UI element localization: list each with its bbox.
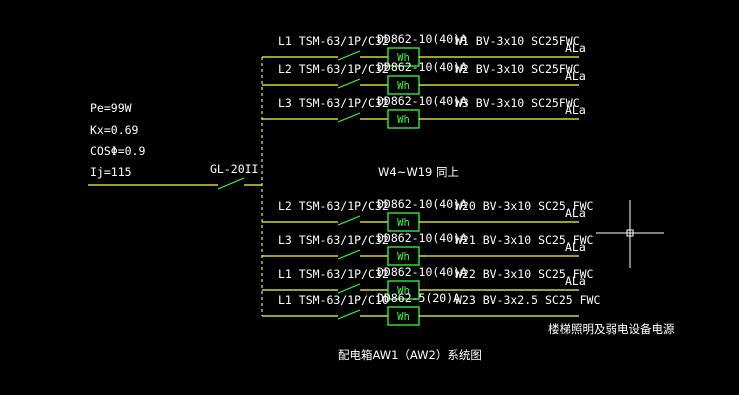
load-label: ALa — [565, 69, 586, 83]
diagram-title: 配电箱AW1（AW2）系统图 — [338, 348, 482, 362]
breaker-label: L2 TSM-63/1P/C32 — [278, 62, 389, 76]
meter-label: DD862-10(40)A — [377, 60, 467, 74]
meter-label: DD862-10(40)A — [377, 231, 467, 245]
meter-label: DD862-10(40)A — [377, 265, 467, 279]
breaker-label: L2 TSM-63/1P/C32 — [278, 199, 389, 213]
circuit-breaker-contact — [337, 249, 361, 260]
crosshair-cursor — [596, 200, 664, 268]
meter-label: DD862-5(20)A — [377, 291, 460, 305]
wire-label: W1 BV-3x10 SC25FWC — [455, 34, 580, 48]
meter-label: DD862-10(40)A — [377, 32, 467, 46]
wire-label: W3 BV-3x10 SC25FWC — [455, 96, 580, 110]
breaker-label: L3 TSM-63/1P/C32 — [278, 233, 389, 247]
param-pe: Pe=99W — [90, 101, 132, 115]
load-label: ALa — [565, 206, 586, 220]
circuit-breaker-contact — [337, 215, 361, 226]
param-kx: Kx=0.69 — [90, 123, 139, 137]
wire-label: W21 BV-3x10 SC25 FWC — [455, 233, 594, 247]
breaker-label: L3 TSM-63/1P/C32 — [278, 96, 389, 110]
meter-wh-label: Wh — [397, 251, 410, 263]
wire-label: W20 BV-3x10 SC25 FWC — [455, 199, 594, 213]
main-breaker-label: GL-20II — [210, 162, 258, 176]
meter-wh-label: Wh — [397, 285, 410, 297]
breaker-label: L1 TSM-63/1P/C32 — [278, 267, 389, 281]
wire-label: W23 BV-3x2.5 SC25 FWC — [455, 293, 600, 307]
meter-wh-label: Wh — [397, 311, 410, 323]
circuit-breaker-contact — [337, 112, 361, 123]
meter-wh-label: Wh — [397, 114, 410, 126]
breaker-label: L1 TSM-63/1P/C32 — [278, 34, 389, 48]
repeat-note: W4~W19 同上 — [378, 165, 459, 179]
load-label: ALa — [565, 240, 586, 254]
circuit-breaker-contact — [337, 78, 361, 89]
param-ij: Ij=115 — [90, 165, 132, 179]
wire-label: W22 BV-3x10 SC25 FWC — [455, 267, 594, 281]
load-label: ALa — [565, 41, 586, 55]
circuit-breaker-contact — [337, 309, 361, 320]
circuit-breaker-contact — [337, 283, 361, 294]
wire-label: W2 BV-3x10 SC25FWC — [455, 62, 580, 76]
breaker-label: L1 TSM-63/1P/C10 — [278, 293, 389, 307]
meter-wh-label: Wh — [397, 217, 410, 229]
param-cos: COSΦ=0.9 — [90, 144, 145, 158]
meter-label: DD862-10(40)A — [377, 197, 467, 211]
main-breaker-contact — [217, 177, 245, 190]
footer-label: 楼梯照明及弱电设备电源 — [548, 322, 675, 336]
crosshair-box — [626, 229, 634, 237]
circuit-breaker-contact — [337, 50, 361, 61]
meter-label: DD862-10(40)A — [377, 94, 467, 108]
meter-wh-label: Wh — [397, 52, 410, 64]
load-label: ALa — [565, 103, 586, 117]
load-label: ALa — [565, 274, 586, 288]
meter-wh-label: Wh — [397, 80, 410, 92]
